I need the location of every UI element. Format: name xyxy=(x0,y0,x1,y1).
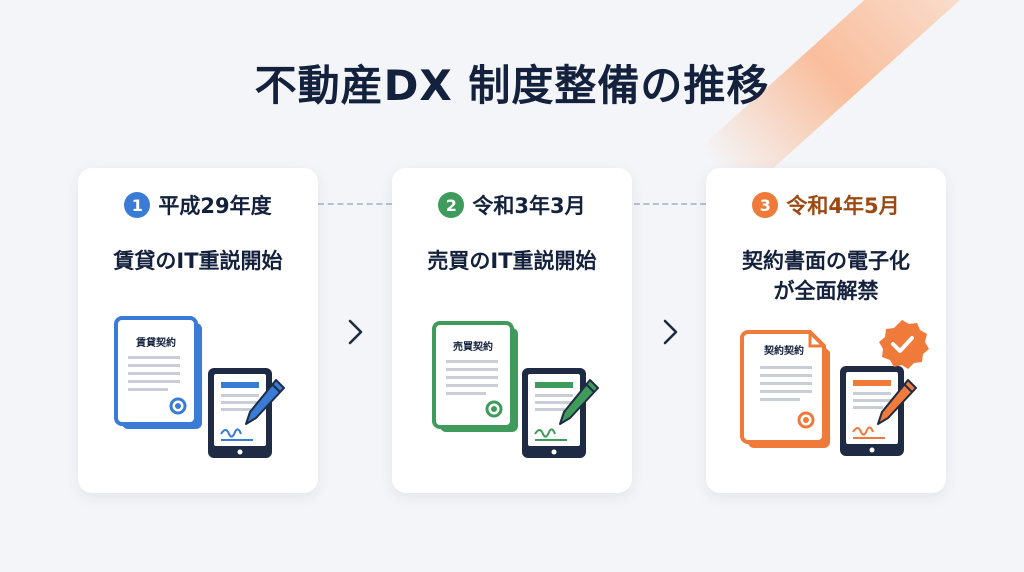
pen-icon xyxy=(559,379,599,425)
step-number-badge: 3 xyxy=(752,192,779,218)
document-icon: 契約契約 xyxy=(740,330,830,448)
step-description: 契約書面の電子化が全面解禁 xyxy=(742,249,910,303)
step-header: 1 平成29年度 xyxy=(78,190,318,220)
check-badge-icon xyxy=(879,320,929,369)
pen-icon xyxy=(877,379,917,425)
document-icon: 売買契約 xyxy=(432,321,518,432)
timeline-connector-1 xyxy=(318,203,392,205)
step-date: 平成29年度 xyxy=(158,194,272,218)
step-card-3: 3 令和4年5月 契約書面の電子化が全面解禁 契約契約 xyxy=(706,168,946,493)
tablet-signature-icon xyxy=(840,366,904,456)
document-label: 契約契約 xyxy=(764,344,804,357)
page-title: 不動産DX 制度整備の推移 xyxy=(254,61,770,110)
contract-illustration: 売買契約 xyxy=(432,321,599,458)
document-label: 売買契約 xyxy=(453,340,493,353)
step-date: 令和3年3月 xyxy=(472,194,586,218)
step-description: 売買のIT重説開始 xyxy=(427,249,597,273)
contract-illustration: 契約契約 xyxy=(740,320,929,456)
step-description: 賃貸のIT重説開始 xyxy=(113,249,283,273)
step-date: 令和4年5月 xyxy=(786,194,900,218)
step-header: 3 令和4年5月 xyxy=(706,190,946,220)
document-icon: 賃貸契約 xyxy=(114,316,202,429)
pen-icon xyxy=(245,379,285,425)
timeline-connector-2 xyxy=(634,203,706,205)
tablet-signature-icon xyxy=(522,368,586,458)
step-number-badge: 1 xyxy=(124,192,151,218)
step-card-2: 2 令和3年3月 売買のIT重説開始 売買契約 xyxy=(392,168,632,493)
step-number-badge: 2 xyxy=(438,192,465,218)
contract-illustration: 賃貸契約 xyxy=(114,316,285,458)
step-header: 2 令和3年3月 xyxy=(392,190,632,220)
chevron-right-icon xyxy=(663,319,678,345)
tablet-signature-icon xyxy=(208,368,272,458)
chevron-right-icon xyxy=(348,319,363,345)
step-card-1: 1 平成29年度 賃貸のIT重説開始 賃貸契約 xyxy=(78,168,318,493)
document-label: 賃貸契約 xyxy=(135,336,176,349)
